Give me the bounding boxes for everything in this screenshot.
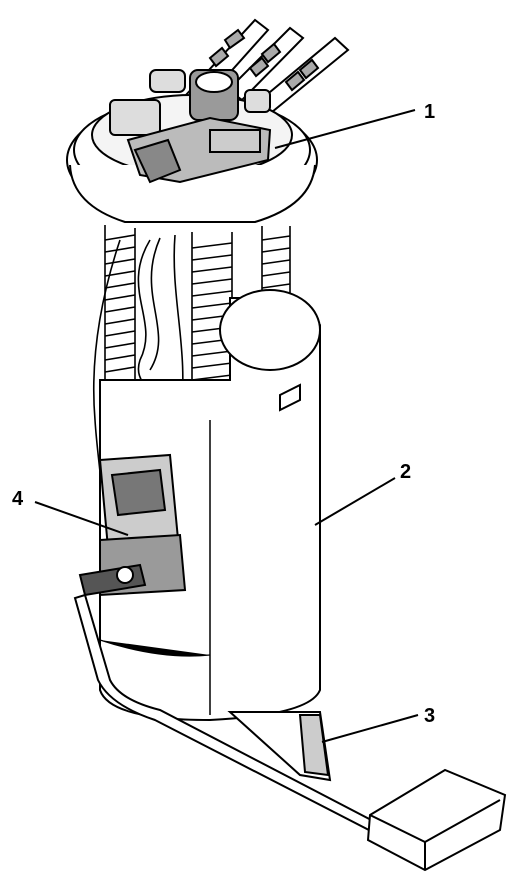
callout-4: 4 — [12, 488, 24, 510]
callout-1: 1 — [424, 101, 435, 123]
fuel-level-sensor — [78, 453, 187, 597]
float-arm — [73, 593, 402, 847]
leader-line-3 — [321, 714, 419, 743]
fuel-reservoir — [99, 289, 321, 722]
leader-line-2 — [314, 477, 396, 526]
callout-3: 3 — [424, 705, 435, 727]
callout-2: 2 — [400, 461, 411, 483]
pickup-strainer — [227, 711, 332, 782]
callout-leaders — [34, 109, 419, 743]
float — [366, 768, 507, 872]
leader-line-4 — [34, 501, 129, 536]
flange-electrical-connector — [109, 69, 272, 184]
leader-line-1 — [274, 109, 416, 149]
